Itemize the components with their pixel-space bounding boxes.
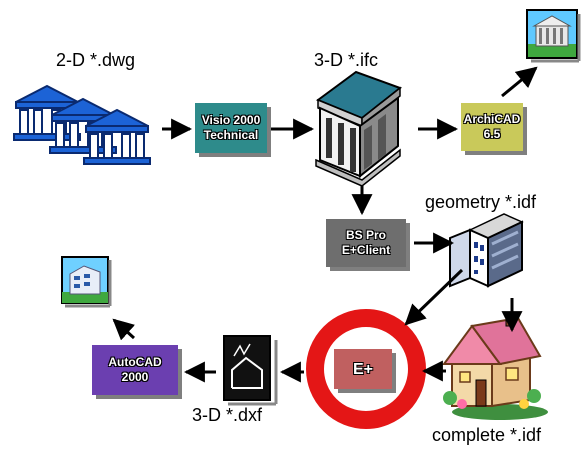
bspro-box-line-2: E+Client [341, 243, 391, 257]
top-right-building-picture [526, 9, 581, 63]
arrow-archicad-to-picture [501, 66, 538, 98]
autocad-box: AutoCAD 2000 [92, 345, 178, 395]
eplus-box: E+ [334, 349, 392, 389]
cottage-house-icon [442, 311, 548, 420]
arrow-autocad-to-picture [112, 318, 136, 341]
dwg-building-icon [13, 85, 151, 165]
label-geometry-idf: geometry *.idf [425, 192, 537, 212]
label-complete-idf: complete *.idf [432, 425, 542, 445]
bspro-box-line-1: BS Pro [345, 228, 386, 242]
dxf-document-icon [223, 335, 278, 406]
ifc-building-icon [315, 70, 403, 187]
visio-box-line-2: Technical [203, 128, 259, 142]
autocad-box-line-1: AutoCAD [108, 355, 162, 369]
visio-technical-box: Visio 2000 Technical [195, 103, 267, 153]
label-2d-dwg: 2-D *.dwg [56, 50, 136, 70]
visio-box-line-1: Visio 2000 [201, 113, 261, 127]
flow-arrows [112, 66, 538, 383]
bspro-client-box: BS Pro E+Client [326, 219, 406, 267]
office-building-icon [449, 213, 524, 288]
eplus-box-label: E+ [352, 360, 373, 378]
label-3d-dxf: 3-D *.dxf [192, 405, 263, 425]
archicad-box-line-1: ArchiCAD [463, 112, 521, 126]
archicad-box: ArchiCAD 6.5 [461, 103, 523, 151]
arrow-office-to-eplus [404, 268, 464, 326]
archicad-box-line-2: 6.5 [483, 127, 501, 141]
autocad-box-line-2: 2000 [121, 370, 149, 384]
label-3d-ifc: 3-D *.ifc [314, 50, 379, 70]
left-office-picture [61, 256, 112, 308]
